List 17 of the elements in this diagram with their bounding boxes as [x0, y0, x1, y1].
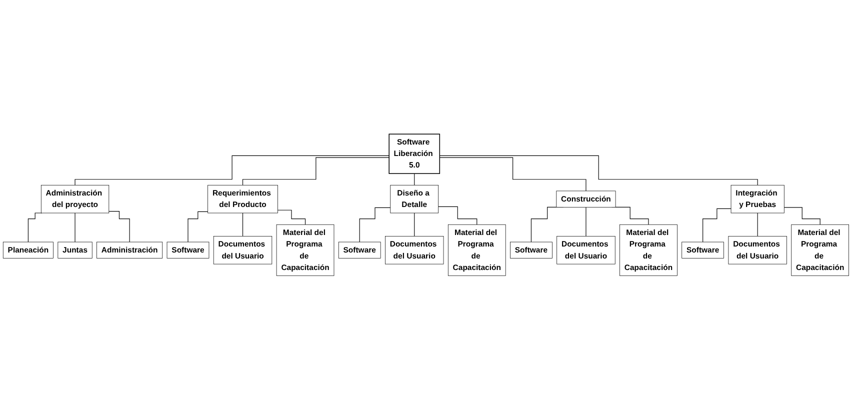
connector — [277, 210, 306, 225]
connector — [108, 211, 130, 242]
connector — [438, 206, 478, 225]
connector — [414, 212, 415, 237]
connector — [242, 157, 390, 186]
connector — [188, 212, 208, 242]
connector — [74, 156, 390, 186]
connector — [242, 212, 244, 237]
connector — [439, 156, 758, 186]
connector — [359, 208, 391, 242]
connector — [702, 208, 732, 242]
connector — [414, 173, 415, 186]
connector — [439, 157, 586, 192]
connector — [74, 212, 76, 242]
connector — [757, 212, 758, 237]
connector — [784, 207, 820, 225]
connector — [28, 212, 42, 242]
